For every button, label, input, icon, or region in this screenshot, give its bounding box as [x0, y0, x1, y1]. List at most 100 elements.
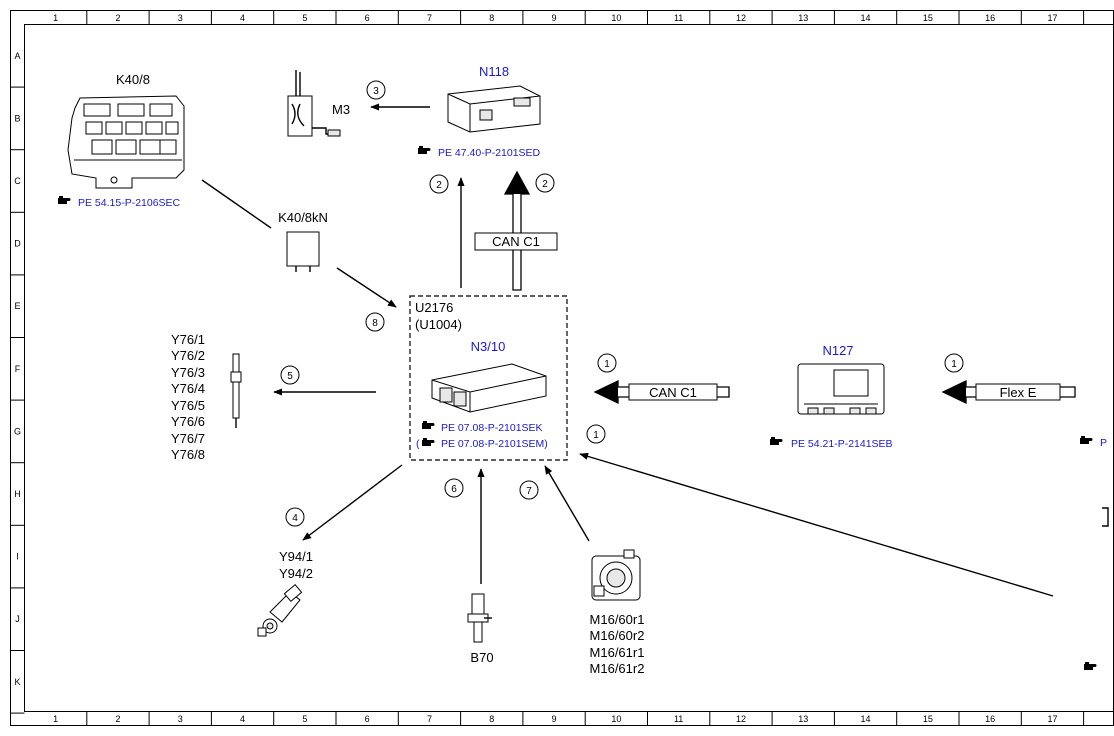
y76-component[interactable]: Y76/1 Y76/2 Y76/3 Y76/4 Y76/5 Y76/6 Y76/…: [171, 332, 242, 462]
n3-10-ref2-link[interactable]: PE 07.08-P-2101SEM): [441, 438, 548, 450]
arrow-m16-to-u2176: [544, 465, 590, 542]
grid-col-16: 16: [985, 13, 995, 23]
u1004-label: (U1004): [415, 317, 462, 332]
n3-10-ref2-open: (: [416, 438, 420, 450]
can-c1-label-horizontal: CAN C1: [649, 385, 697, 400]
svg-text:1: 1: [604, 359, 610, 370]
can-c1-bus-horizontal[interactable]: CAN C1: [593, 379, 730, 405]
svg-text:5: 5: [287, 371, 293, 382]
y76-label-8: Y76/8: [171, 447, 205, 462]
m16-label-1: M16/60r1: [590, 612, 645, 627]
y94-component[interactable]: Y94/1 Y94/2: [257, 549, 313, 637]
grid-row-I: I: [16, 552, 19, 562]
marker-8[interactable]: 8: [365, 312, 385, 332]
grid-col-1: 1: [53, 13, 58, 23]
grid-col-10: 10: [611, 13, 621, 23]
y76-label-5: Y76/5: [171, 398, 205, 413]
m16-component[interactable]: M16/60r1 M16/60r2 M16/61r1 M16/61r2: [590, 549, 645, 676]
grid-rows: ABCDEFGHIJKL: [10, 51, 25, 714]
svg-text:3: 3: [373, 86, 379, 97]
offpage-ref-partial[interactable]: P: [1100, 437, 1107, 449]
marker-3[interactable]: 3: [366, 80, 386, 100]
u2176-label: U2176: [415, 300, 453, 315]
grid-col-8: 8: [489, 13, 494, 23]
throttle-valve-icon: [591, 549, 641, 601]
injector-icon: [230, 353, 242, 428]
marker-5[interactable]: 5: [280, 365, 300, 385]
arrow-fuse-to-u2176: [336, 267, 397, 308]
k40-8-ref-link[interactable]: PE 54.15-P-2106SEC: [78, 197, 181, 209]
m16-label-4: M16/61r2: [590, 661, 645, 676]
grid-col-3: 3: [178, 714, 183, 724]
svg-text:6: 6: [451, 484, 457, 495]
grid-row-E: E: [14, 301, 20, 311]
k40-8-label: K40/8: [116, 72, 150, 87]
grid-col-2: 2: [115, 13, 120, 23]
marker-2-thin[interactable]: 2: [429, 174, 449, 194]
grid-col-16: 16: [985, 714, 995, 724]
marker-4[interactable]: 4: [285, 507, 305, 527]
grid-col-3: 3: [178, 13, 183, 23]
marker-6[interactable]: 6: [444, 478, 464, 498]
marker-2-bus[interactable]: 2: [535, 173, 555, 193]
grid-col-10: 10: [611, 714, 621, 724]
control-unit-icon: [447, 85, 541, 133]
n3-10-label: N3/10: [471, 339, 506, 354]
grid-col-11: 11: [674, 714, 683, 724]
svg-text:2: 2: [542, 179, 548, 190]
grid-row-D: D: [14, 239, 21, 249]
grid-col-9: 9: [552, 13, 557, 23]
fuse-icon: [286, 231, 320, 272]
b70-label: B70: [470, 650, 493, 665]
relay-box-icon: [67, 95, 185, 189]
n118-component[interactable]: N118 PE 47.40-P-2101SED: [418, 64, 541, 159]
grid-col-9: 9: [552, 714, 557, 724]
m16-label-2: M16/60r2: [590, 628, 645, 643]
svg-text:1: 1: [593, 430, 599, 441]
arrow-to-y94: [302, 464, 403, 541]
crank-sensor-icon: [467, 593, 492, 643]
grid-col-6: 6: [365, 13, 370, 23]
grid-row-C: C: [14, 176, 21, 186]
n118-label: N118: [479, 64, 509, 79]
marker-1-can[interactable]: 1: [597, 353, 617, 373]
can-c1-bus-vertical[interactable]: CAN C1: [474, 170, 558, 291]
k40-8kn-component[interactable]: K40/8kN: [278, 210, 328, 272]
grid-col-15: 15: [923, 13, 933, 23]
y76-label-7: Y76/7: [171, 431, 205, 446]
grid-row-B: B: [14, 113, 20, 123]
grid-row-K: K: [14, 677, 20, 687]
n3-10-ref1-link[interactable]: PE 07.08-P-2101SEK: [441, 422, 543, 434]
b70-component[interactable]: B70: [467, 593, 494, 665]
n118-ref-link[interactable]: PE 47.40-P-2101SED: [438, 147, 541, 159]
valve-icon: [257, 583, 303, 637]
grid-col-12: 12: [736, 714, 746, 724]
marker-7[interactable]: 7: [519, 480, 539, 500]
fuel-pump-icon: [287, 70, 341, 137]
grid-col-13: 13: [798, 714, 808, 724]
n127-label: N127: [822, 343, 853, 358]
grid-col-17: 17: [1047, 714, 1057, 724]
m3-component[interactable]: M3: [287, 70, 350, 137]
k40-8kn-label: K40/8kN: [278, 210, 328, 225]
marker-1-flex[interactable]: 1: [944, 353, 964, 373]
grid-col-14: 14: [861, 13, 871, 23]
grid-col-1: 1: [53, 714, 58, 724]
k40-8-component[interactable]: K40/8 PE 54.15-P-2106SEC: [58, 72, 185, 209]
m16-label-3: M16/61r1: [590, 645, 645, 660]
flex-e-bus[interactable]: Flex E: [941, 379, 1076, 405]
y76-labels: Y76/1 Y76/2 Y76/3 Y76/4 Y76/5 Y76/6 Y76/…: [171, 332, 205, 462]
grid-col-6: 6: [365, 714, 370, 724]
n3-10-component[interactable]: N3/10 PE 07.08-P-2101SEK ( PE 07.08-P-21…: [416, 339, 548, 450]
grid-col-7: 7: [427, 13, 432, 23]
y76-label-3: Y76/3: [171, 365, 205, 380]
n127-component[interactable]: N127 PE 54.21-P-2141SEB: [770, 343, 893, 450]
n127-ref-link[interactable]: PE 54.21-P-2141SEB: [791, 438, 893, 450]
grid-col-15: 15: [923, 714, 933, 724]
grid-row-G: G: [14, 426, 21, 436]
svg-text:4: 4: [292, 513, 298, 524]
grid-col-7: 7: [427, 714, 432, 724]
grid-row-F: F: [15, 364, 21, 374]
marker-1-diagonal[interactable]: 1: [586, 424, 606, 444]
y76-label-2: Y76/2: [171, 348, 205, 363]
